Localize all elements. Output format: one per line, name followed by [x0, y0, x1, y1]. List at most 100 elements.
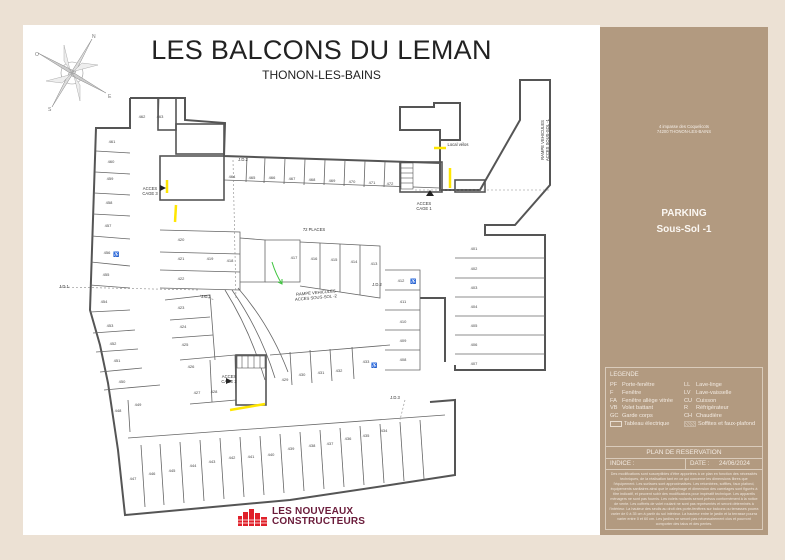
svg-text:466: 466 [269, 175, 276, 180]
access-cage2-label: ACCES [222, 374, 237, 379]
wheelchair-icons: ♿ ♿ ♿ [113, 251, 416, 369]
compass-rose-icon: N E S O [35, 34, 112, 113]
svg-text:412: 412 [398, 278, 405, 283]
svg-text:433: 433 [363, 359, 370, 364]
compass-s: S [48, 107, 52, 113]
page-title: LES BALCONS DU LEMAN [151, 35, 492, 65]
local-velos-label: Local vélos [448, 142, 469, 147]
svg-text:410: 410 [400, 319, 407, 324]
svg-text:417: 417 [291, 255, 298, 260]
svg-text:463: 463 [157, 114, 164, 119]
svg-text:403: 403 [471, 285, 478, 290]
legend-title: LEGENDE [610, 372, 639, 378]
svg-text:424: 424 [180, 324, 187, 329]
svg-text:ACCES SOUS-SOL -1: ACCES SOUS-SOL -1 [545, 118, 550, 161]
stairs-icon [236, 162, 414, 369]
compass-e: E [108, 94, 112, 100]
electrical-panel-icon [610, 420, 622, 427]
indice-date-row: INDICE : DATE : 24/06/2024 [606, 458, 762, 470]
svg-text:441: 441 [248, 454, 255, 459]
svg-text:423: 423 [178, 305, 185, 310]
svg-text:452: 452 [110, 341, 117, 346]
svg-text:437: 437 [327, 441, 334, 446]
svg-text:413: 413 [371, 261, 378, 266]
svg-text:451: 451 [114, 358, 121, 363]
joint-label: J.D.2 [238, 157, 248, 162]
svg-text:♿: ♿ [410, 278, 416, 285]
page-subtitle: THONON-LES-BAINS [262, 68, 381, 82]
svg-text:♿: ♿ [371, 362, 377, 369]
svg-text:415: 415 [331, 257, 338, 262]
svg-text:409: 409 [400, 338, 407, 343]
level-title: PARKING Sous-Sol -1 [656, 208, 712, 235]
brand-logo: LES NOUVEAUX CONSTRUCTEURS [238, 507, 365, 527]
svg-text:440: 440 [268, 452, 275, 457]
svg-text:450: 450 [119, 379, 126, 384]
ramp-arrow-icon [271, 261, 283, 285]
svg-text:439: 439 [288, 446, 295, 451]
svg-text:445: 445 [169, 468, 176, 473]
svg-text:471: 471 [369, 180, 376, 185]
svg-text:401: 401 [471, 246, 478, 251]
svg-text:447: 447 [130, 476, 137, 481]
svg-text:420: 420 [178, 237, 185, 242]
svg-text:419: 419 [207, 256, 214, 261]
ramp-down-label: RAMPE VEHICULES [296, 288, 336, 296]
svg-text:407: 407 [471, 361, 478, 366]
svg-text:416: 416 [311, 256, 318, 261]
svg-text:444: 444 [190, 463, 197, 468]
access-cage3-arrow-icon [160, 185, 166, 191]
svg-text:456: 456 [104, 250, 111, 255]
svg-text:438: 438 [309, 443, 316, 448]
svg-text:460: 460 [108, 159, 115, 164]
joint-label: J.D.2 [372, 282, 382, 287]
legend-row: Tableau électrique Soffites et faux-plaf… [610, 420, 760, 429]
svg-text:436: 436 [345, 436, 352, 441]
svg-text:453: 453 [107, 323, 114, 328]
svg-text:426: 426 [188, 364, 195, 369]
svg-text:464: 464 [229, 174, 236, 179]
svg-text:443: 443 [209, 459, 216, 464]
exterior-walls [88, 79, 551, 517]
space-labels: 462 463 461 460 459 458 457 456 455 464 … [101, 114, 478, 481]
plan-reservation-title: PLAN DE RESERVATION [606, 446, 762, 459]
joint-label: J.D.3 [390, 395, 400, 400]
svg-text:461: 461 [109, 139, 116, 144]
floor-plan: N E S O [35, 34, 551, 517]
svg-text:408: 408 [400, 357, 407, 362]
svg-text:432: 432 [336, 368, 343, 373]
svg-text:RAMPE VEHICULES: RAMPE VEHICULES [540, 120, 545, 160]
joint-label: J.D.1 [59, 284, 69, 289]
access-cage1-arrow-icon [426, 190, 434, 196]
svg-text:406: 406 [471, 342, 478, 347]
joint-label: J.D.1 [201, 294, 211, 299]
svg-text:405: 405 [471, 323, 478, 328]
access-highlights [165, 146, 452, 412]
svg-text:♿: ♿ [113, 251, 119, 258]
joint-lines [59, 159, 550, 421]
svg-text:459: 459 [107, 176, 114, 181]
svg-text:446: 446 [149, 471, 156, 476]
svg-text:427: 427 [194, 390, 201, 395]
svg-text:CAGE 2: CAGE 2 [221, 379, 237, 384]
brand-buildings-icon [238, 508, 267, 526]
svg-text:CAGE 3: CAGE 3 [142, 191, 158, 196]
svg-text:462: 462 [139, 114, 146, 119]
svg-text:421: 421 [178, 256, 185, 261]
svg-text:442: 442 [229, 455, 236, 460]
places-count-label: 72 PLACES [303, 227, 326, 232]
access-arrows [160, 185, 434, 384]
ramp-up-label: RAMPE VEHICULES ACCES SOUS-SOL -1 [540, 118, 550, 161]
plan-date: 24/06/2024 [719, 460, 750, 467]
cores [157, 97, 486, 406]
svg-text:434: 434 [381, 428, 388, 433]
svg-text:467: 467 [289, 176, 296, 181]
soffit-hatch-icon [684, 420, 696, 427]
svg-text:429: 429 [282, 377, 289, 382]
